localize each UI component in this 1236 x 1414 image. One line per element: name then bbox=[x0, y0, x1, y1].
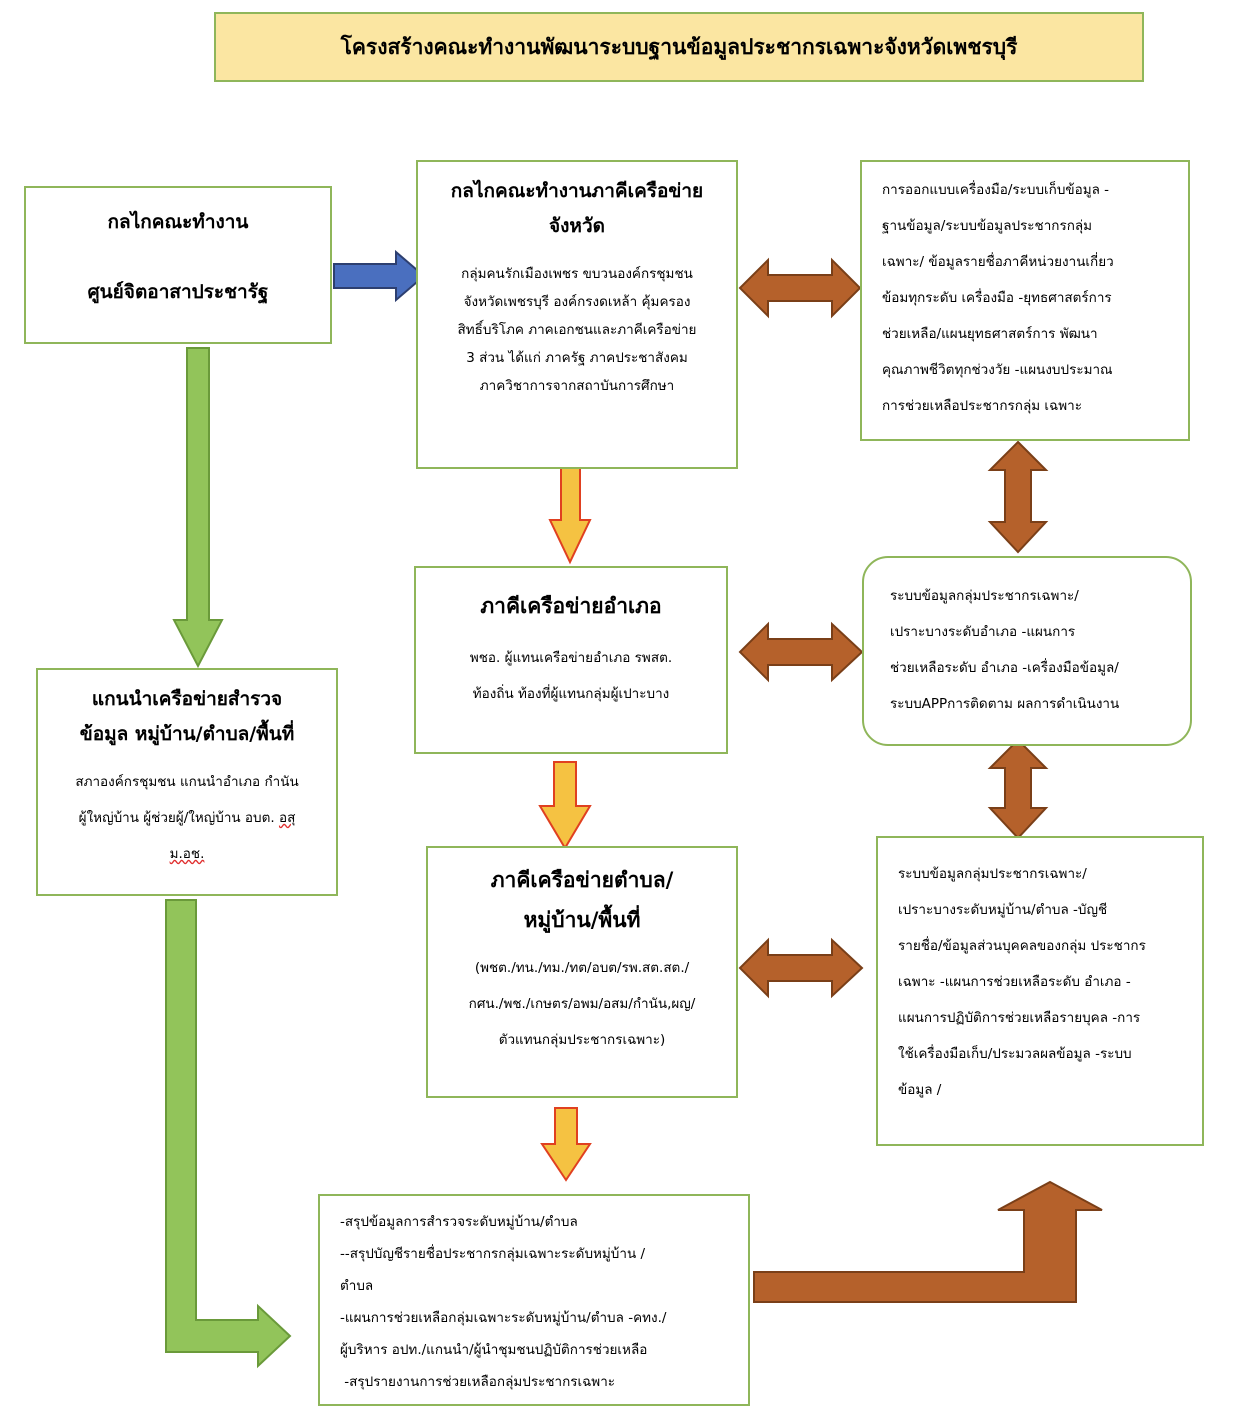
yellow-down-arrow-2 bbox=[538, 761, 592, 850]
subdistrict-info-box: ระบบข้อมูลกลุ่มประชากรเฉพาะ/ เปราะบางระด… bbox=[876, 836, 1204, 1146]
district-info-line: ระบบAPPการติดตาม ผลการดำเนินงาน bbox=[890, 696, 1120, 712]
district-box-body-line: ท้องถิ่น ท้องที่ผู้แทนกลุ่มผู้เปาะบาง bbox=[472, 686, 670, 702]
district-network-box: ภาคีเครือข่ายอำเภอ พชอ. ผู้แทนเครือข่ายอ… bbox=[414, 566, 728, 754]
district-info-line: ระบบข้อมูลกลุ่มประชากรเฉพาะ/ bbox=[890, 588, 1079, 604]
survey-box-title-line1: แกนนำเครือข่ายสำรวจ bbox=[91, 688, 283, 710]
province-box-body-line: 3 ส่วน ได้แก่ ภาครัฐ ภาคประชาสังคม bbox=[466, 350, 688, 366]
subdistrict-box-title-line2: หมู่บ้าน/พื้นที่ bbox=[523, 908, 641, 932]
province-box-body-line: สิทธิ์บริโภค ภาคเอกชนและภาคีเครือข่าย bbox=[457, 322, 697, 338]
subdistrict-info-line: เฉพาะ -แผนการช่วยเหลือระดับ อำเภอ - bbox=[898, 974, 1131, 990]
subdistrict-info-line: เปราะบางระดับหมู่บ้าน/ตำบล -บัญชี bbox=[898, 902, 1108, 918]
province-info-line: คุณภาพชีวิตทุกช่วงวัย -แผนงบประมาณ bbox=[882, 362, 1113, 378]
province-network-box: กลไกคณะทำงานภาคีเครือข่าย จังหวัด กลุ่มค… bbox=[416, 160, 738, 469]
subdistrict-box-title-line1: ภาคีเครือข่ายตำบล/ bbox=[490, 868, 674, 892]
survey-box-title-line2: ข้อมูล หมู่บ้าน/ตำบล/พื้นที่ bbox=[79, 723, 295, 745]
subdistrict-info-line: แผนการปฏิบัติการช่วยเหลือรายบุคล -การ bbox=[898, 1010, 1141, 1026]
province-info-line: การออกแบบเครื่องมือ/ระบบเก็บข้อมูล - bbox=[882, 182, 1110, 198]
subdistrict-box-body-line2: กศน./พช./เกษตร/อพม/อสม/กำนัน,ผญ/ bbox=[468, 996, 696, 1012]
summary-line: ผู้บริหาร อปท./แกนนำ/ผู้นำชุมชนปฏิบัติกา… bbox=[340, 1342, 648, 1358]
brown-vertical-arrow-2 bbox=[987, 738, 1049, 840]
district-box-body-line: พชอ. ผู้แทนเครือข่ายอำเภอ รพสต. bbox=[469, 650, 673, 666]
diagram-title: โครงสร้างคณะทำงานพัฒนาระบบฐานข้อมูลประชา… bbox=[340, 34, 1018, 59]
survey-box-body-line2: ผู้ใหญ่บ้าน ผู้ช่วยผู้/ใหญ่บ้าน อบต. อสุ bbox=[38, 800, 336, 836]
brown-elbow-arrow bbox=[753, 1180, 1103, 1303]
diagram-title-box: โครงสร้างคณะทำงานพัฒนาระบบฐานข้อมูลประชา… bbox=[214, 12, 1144, 82]
green-down-arrow bbox=[172, 347, 224, 669]
summary-line: --สรุปบัญชีรายชื่อประชากรกลุ่มเฉพาะระดับ… bbox=[340, 1246, 646, 1262]
yellow-down-arrow-3 bbox=[540, 1107, 592, 1182]
district-info-line: ช่วยเหลือระดับ อำเภอ -เครื่องมือข้อมูล/ bbox=[890, 660, 1119, 676]
center-box-line2: ศูนย์จิตอาสาประชารัฐ bbox=[87, 281, 269, 303]
province-info-line: การช่วยเหลือประชากรกลุ่ม เฉพาะ bbox=[882, 398, 1082, 414]
brown-double-arrow-3 bbox=[738, 937, 864, 999]
province-info-line: ช่วยเหลือ/แผนยุทธศาสตร์การ พัฒนา bbox=[882, 326, 1098, 342]
yellow-down-arrow-1 bbox=[548, 462, 592, 565]
subdistrict-network-box: ภาคีเครือข่ายตำบล/ หมู่บ้าน/พื้นที่ (พชต… bbox=[426, 846, 738, 1098]
brown-vertical-arrow-1 bbox=[987, 440, 1049, 554]
green-elbow-arrow bbox=[165, 899, 292, 1369]
summary-box: -สรุปข้อมูลการสำรวจระดับหมู่บ้าน/ตำบล --… bbox=[318, 1194, 750, 1406]
district-info-box: ระบบข้อมูลกลุ่มประชากรเฉพาะ/ เปราะบางระด… bbox=[862, 556, 1192, 746]
province-box-title-line1: กลไกคณะทำงานภาคีเครือข่าย bbox=[450, 180, 704, 202]
subdistrict-info-line: ข้อมูล / bbox=[898, 1082, 942, 1098]
subdistrict-box-body-line3: ตัวแทนกลุ่มประชากรเฉพาะ) bbox=[498, 1032, 666, 1048]
subdistrict-info-line: ระบบข้อมูลกลุ่มประชากรเฉพาะ/ bbox=[898, 866, 1087, 882]
survey-box-body-line2-text: ผู้ใหญ่บ้าน ผู้ช่วยผู้/ใหญ่บ้าน อบต. bbox=[78, 810, 275, 826]
province-box-body-line: จังหวัดเพชรบุรี องค์กรงดเหล้า คุ้มครอง bbox=[463, 294, 691, 310]
survey-box-body-line3: ม.อช. bbox=[38, 836, 336, 872]
survey-leaders-box: แกนนำเครือข่ายสำรวจ ข้อมูล หมู่บ้าน/ตำบล… bbox=[36, 668, 338, 896]
summary-line: -แผนการช่วยเหลือกลุ่มเฉพาะระดับหมู่บ้าน/… bbox=[340, 1310, 667, 1326]
summary-line: -สรุปรายงานการช่วยเหลือกลุ่มประชากรเฉพาะ bbox=[340, 1374, 616, 1390]
district-info-line: เปราะบางระดับอำเภอ -แผนการ bbox=[890, 624, 1076, 640]
province-info-line: ฐานข้อมูล/ระบบข้อมูลประชากรกลุ่ม bbox=[882, 218, 1093, 234]
blue-right-arrow bbox=[333, 249, 426, 303]
brown-double-arrow-1 bbox=[738, 257, 862, 319]
summary-line: ตำบล bbox=[340, 1278, 374, 1294]
center-working-group-box: กลไกคณะทำงาน ศูนย์จิตอาสาประชารัฐ bbox=[24, 186, 332, 344]
province-box-body-line: ภาควิชาการจากสถาบันการศึกษา bbox=[479, 378, 675, 394]
province-box-body-line: กลุ่มคนรักเมืองเพชร ขบวนองค์กรชุมชน bbox=[461, 266, 693, 282]
brown-double-arrow-2 bbox=[738, 621, 864, 683]
survey-box-body-line1: สภาองค์กรชุมชน แกนนำอำเภอ กำนัน bbox=[75, 774, 299, 790]
province-box-title-line2: จังหวัด bbox=[549, 215, 605, 237]
summary-line: -สรุปข้อมูลการสำรวจระดับหมู่บ้าน/ตำบล bbox=[340, 1214, 578, 1230]
center-box-line1: กลไกคณะทำงาน bbox=[107, 211, 249, 233]
province-info-line: เฉพาะ/ ข้อมูลรายชื่อภาคีหน่วยงานเกี่ยว bbox=[882, 254, 1114, 270]
province-info-line: ข้อมทุกระดับ เครื่องมือ -ยุทธศาสตร์การ bbox=[882, 290, 1112, 306]
district-box-title: ภาคีเครือข่ายอำเภอ bbox=[480, 594, 662, 618]
subdistrict-info-line: รายชื่อ/ข้อมูลส่วนบุคคลของกลุ่ม ประชากร bbox=[898, 938, 1146, 954]
subdistrict-box-body-line1: (พชต./ทน./ทม./ทต/อบต/รพ.สต.สต./ bbox=[474, 960, 690, 976]
survey-box-body-line3-text: ม.อช. bbox=[169, 846, 205, 862]
subdistrict-info-line: ใช้เครื่องมือเก็บ/ประมวลผลข้อมูล -ระบบ bbox=[898, 1046, 1132, 1062]
province-info-box: การออกแบบเครื่องมือ/ระบบเก็บข้อมูล - ฐาน… bbox=[860, 160, 1190, 441]
survey-box-body-line2-underlined: อสุ bbox=[278, 810, 296, 826]
